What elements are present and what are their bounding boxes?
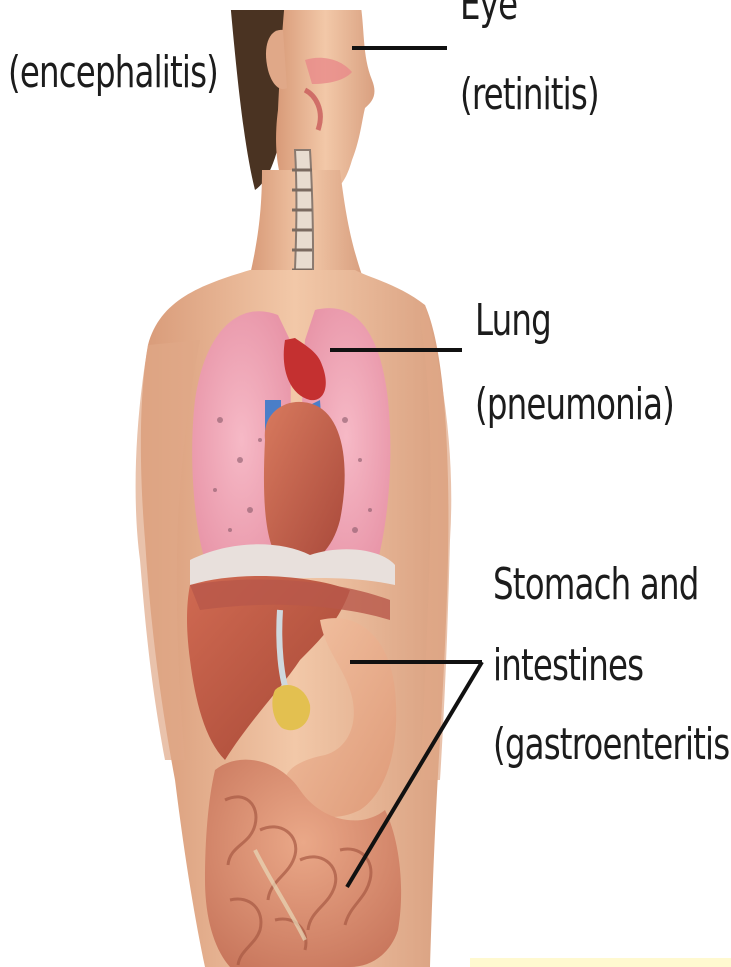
stomach-and-label: Stomach and <box>493 556 698 614</box>
retinitis-label: (retinitis) <box>460 66 599 124</box>
encephalitis-label: (encephalitis) <box>8 44 218 102</box>
top-crop-band <box>0 0 731 10</box>
intestines-label: intestines <box>493 637 643 695</box>
eye-label: Eye <box>460 0 517 34</box>
lung-label: Lung <box>475 292 551 350</box>
gastroenteritis-label: (gastroenteritis) <box>493 716 731 774</box>
pneumonia-label: (pneumonia) <box>475 376 674 434</box>
bottom-highlight-strip <box>470 958 731 967</box>
head <box>276 0 374 198</box>
